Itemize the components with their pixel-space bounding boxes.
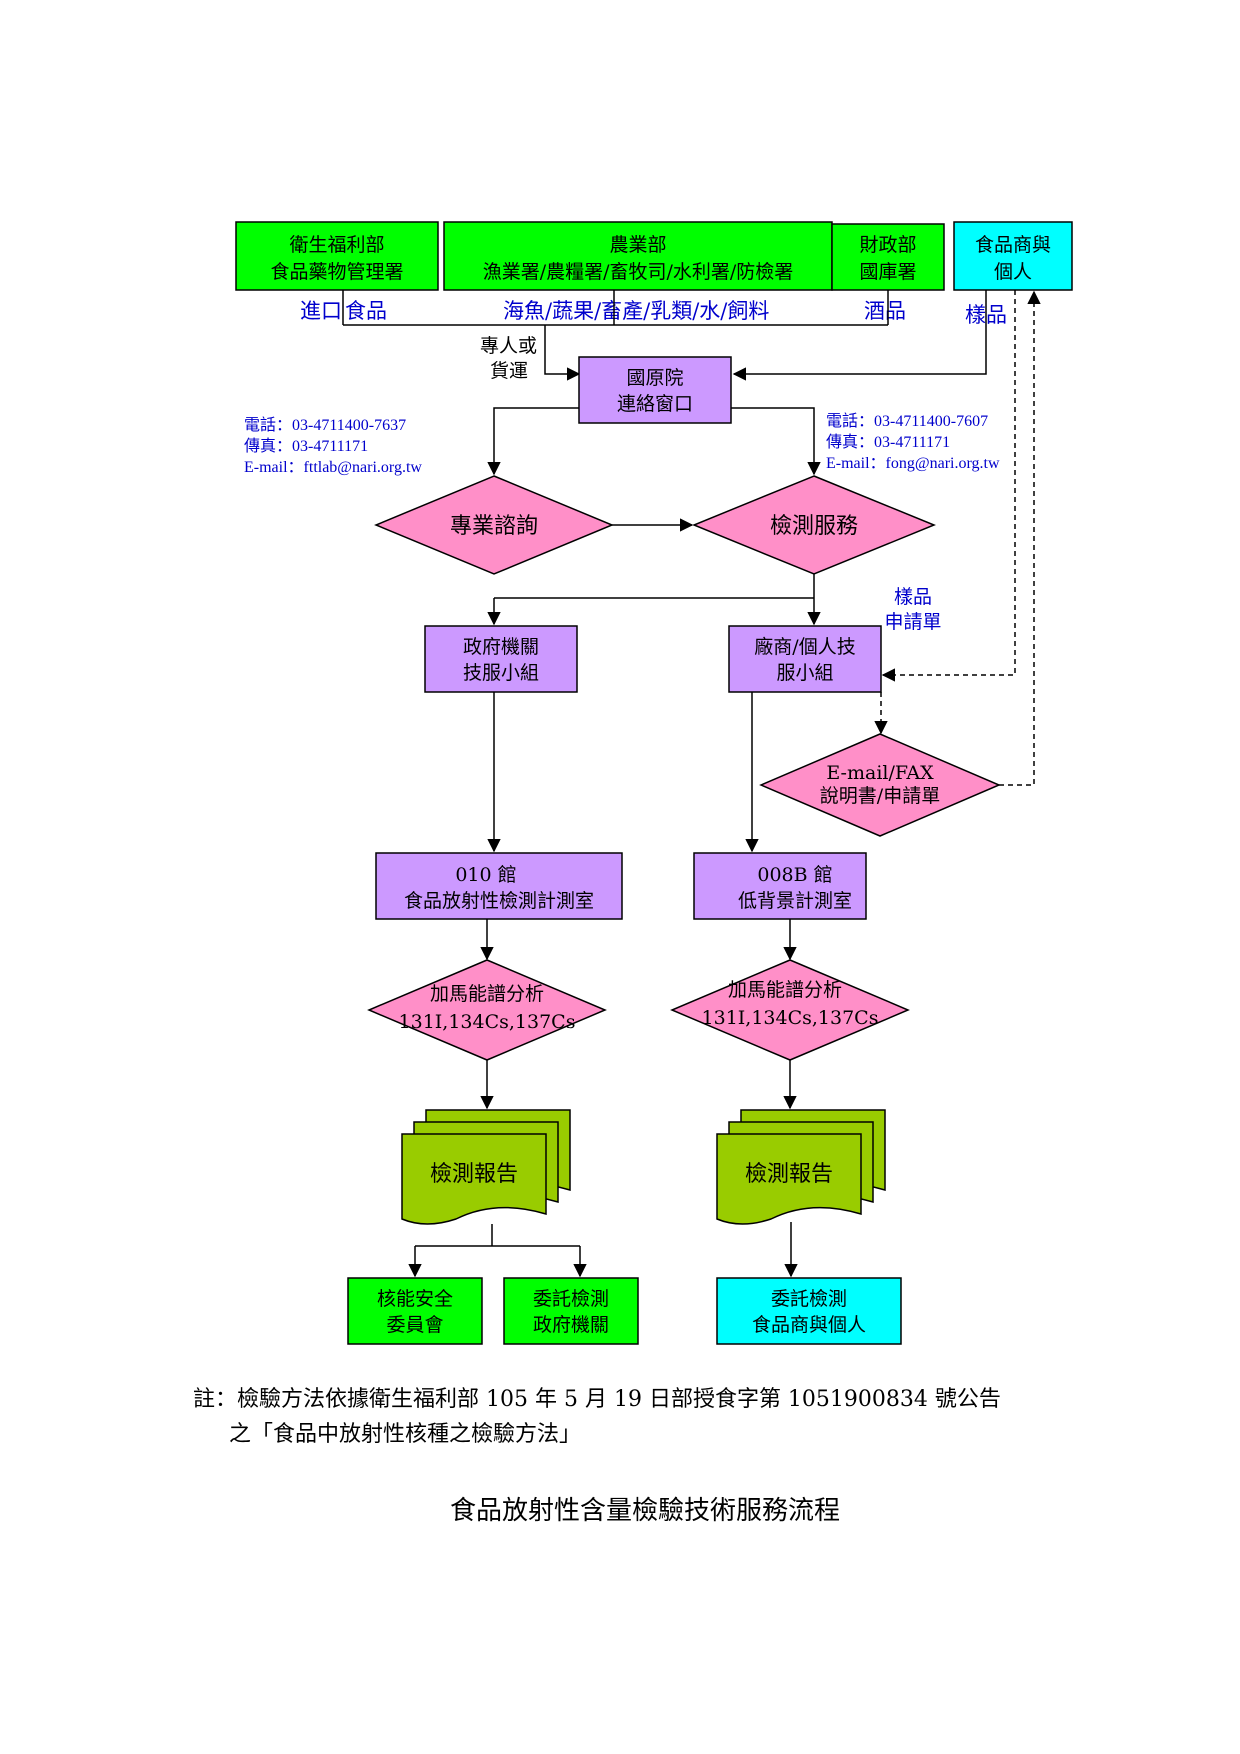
svg-text:財政部: 財政部 [859,234,916,256]
lab010-box: 010 館 食品放射性檢測計測室 [375,852,623,920]
svg-text:E-mail/FAX: E-mail/FAX [826,762,934,784]
page-title: 食品放射性含量檢驗技術服務流程 [450,1496,841,1526]
svg-text:委託檢測: 委託檢測 [771,1288,847,1310]
vendor-client-box: 委託檢測 食品商與個人 [716,1277,902,1345]
footnote-line-1: 註：檢驗方法依據衛生福利部 105 年 5 月 19 日部授食字第 105190… [193,1387,1001,1412]
svg-text:農業部: 農業部 [609,234,666,256]
svg-text:檢測服務: 檢測服務 [770,514,858,539]
lab008b-box: 008B 館 低背景計測室 [693,852,867,920]
gov-group-box: 政府機關 技服小組 [424,625,578,693]
svg-text:政府機關: 政府機關 [463,636,539,658]
report-stack-right: 檢測報告 [716,1109,886,1225]
gamma-diamond-left: 加馬能譜分析 131I,134Cs,137Cs [367,959,607,1061]
svg-text:廠商/個人技: 廠商/個人技 [754,635,855,658]
courier-label-1: 專人或 [480,335,537,357]
collector-lines [342,290,987,381]
svg-text:連絡窗口: 連絡窗口 [617,393,693,415]
svg-text:委託檢測: 委託檢測 [533,1288,609,1310]
svg-text:衛生福利部: 衛生福利部 [289,234,384,256]
svg-text:食品藥物管理署: 食品藥物管理署 [270,261,403,283]
sample-form-label-1: 樣品 [894,586,932,608]
gamma-to-report-lines [480,1060,797,1110]
svg-text:131I,134Cs,137Cs: 131I,134Cs,137Cs [702,1007,879,1029]
lab-to-gamma-lines [480,919,797,961]
svg-text:食品放射性檢測計測室: 食品放射性檢測計測室 [404,890,594,912]
right-email: E-mail：fong@nari.org.tw [826,455,1000,472]
consult-diamond: 專業諮詢 [374,475,614,575]
testing-branch-lines [487,574,821,626]
mof-box: 財政部 國庫署 [831,223,945,291]
sample-form-label-2: 申請單 [884,611,941,633]
testing-diamond: 檢測服務 [692,475,936,575]
svg-text:低背景計測室: 低背景計測室 [738,890,852,912]
food-label: 食品 [345,299,387,323]
group-to-lab-lines [487,692,759,853]
svg-text:說明書/申請單: 說明書/申請單 [820,785,940,807]
svg-text:委員會: 委員會 [386,1314,443,1336]
gamma-diamond-right: 加馬能譜分析 131I,134Cs,137Cs [670,959,910,1061]
import-label: 進口 [300,299,342,323]
dashed-sample-lines [874,290,1041,786]
left-phone: 電話：03-4711400-7637 [244,416,406,434]
left-fax: 傳真：03-4711171 [244,437,368,455]
svg-text:檢測報告: 檢測報告 [430,1162,518,1187]
moa-box: 農業部 漁業署/農糧署/畜牧司/水利署/防檢署 [443,221,833,291]
svg-text:國原院: 國原院 [626,367,683,389]
svg-text:服小組: 服小組 [776,662,833,684]
right-fax: 傳真：03-4711171 [826,433,950,451]
right-phone: 電話：03-4711400-7607 [826,412,988,430]
svg-text:食品商與個人: 食品商與個人 [752,1314,866,1336]
alcohol-label: 酒品 [864,299,906,323]
window-to-diamonds-lines [487,407,821,476]
emailfax-diamond: E-mail/FAX 說明書/申請單 [759,733,1001,837]
svg-text:專業諮詢: 專業諮詢 [450,514,538,539]
svg-text:食品商與: 食品商與 [975,234,1051,256]
svg-text:加馬能譜分析: 加馬能譜分析 [430,983,544,1005]
svg-text:政府機關: 政府機關 [533,1314,609,1336]
footnote-line-2: 之「食品中放射性核種之檢驗方法」 [229,1422,582,1447]
svg-text:漁業署/農糧署/畜牧司/水利署/防檢署: 漁業署/農糧署/畜牧司/水利署/防檢署 [483,261,794,283]
left-email: E-mail：fttlab@nari.org.tw [244,459,422,476]
vendor-box: 食品商與 個人 [953,221,1073,291]
nsc-box: 核能安全 委員會 [347,1277,483,1345]
courier-label-2: 貨運 [490,360,528,382]
vendor-group-box: 廠商/個人技 服小組 [728,625,882,693]
contact-window-box: 國原院 連絡窗口 [578,356,732,424]
svg-text:加馬能譜分析: 加馬能譜分析 [728,979,842,1001]
mohw-box: 衛生福利部 食品藥物管理署 [235,221,439,291]
svg-text:131I,134Cs,137Cs: 131I,134Cs,137Cs [399,1011,576,1033]
moa-items-label: 海魚/蔬果/畜產/乳類/水/飼料 [503,299,769,323]
svg-text:核能安全: 核能安全 [377,1288,453,1310]
gov-client-box: 委託檢測 政府機關 [503,1277,639,1345]
report-stack-left: 檢測報告 [401,1109,571,1225]
svg-text:檢測報告: 檢測報告 [745,1162,833,1187]
svg-text:國庫署: 國庫署 [859,261,916,283]
report-to-output-lines [408,1222,798,1278]
svg-text:個人: 個人 [994,261,1032,283]
svg-text:008B 館: 008B 館 [757,864,832,886]
svg-text:010 館: 010 館 [455,864,516,886]
svg-text:技服小組: 技服小組 [463,662,539,684]
